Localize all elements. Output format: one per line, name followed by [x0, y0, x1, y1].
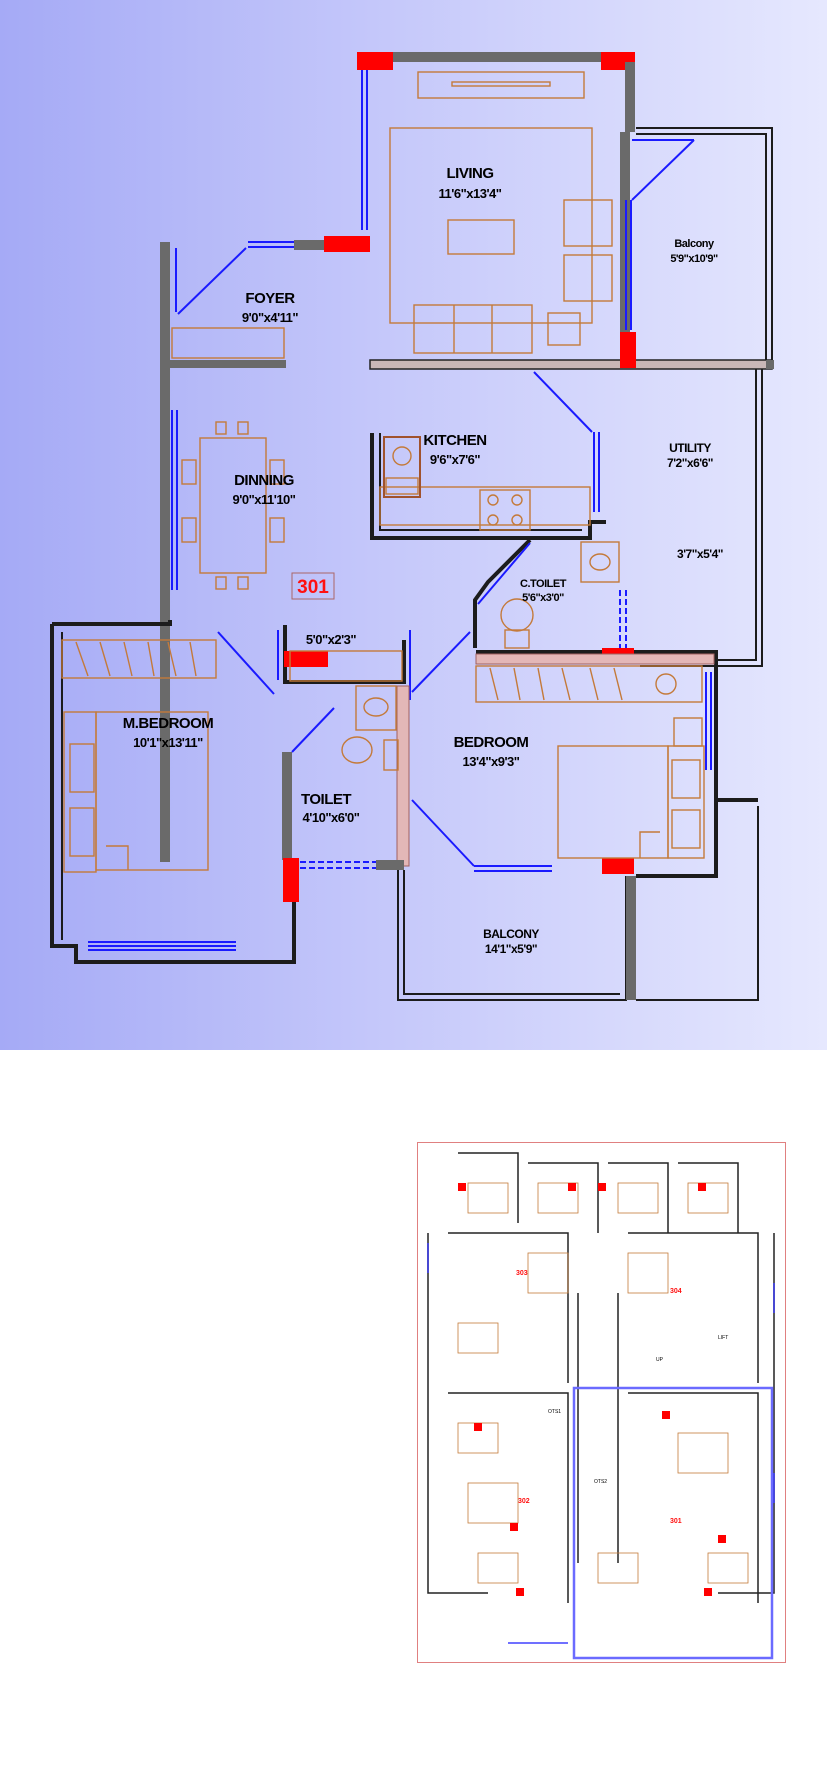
toilet-label: TOILET [301, 791, 351, 808]
kitchen-label: KITCHEN [423, 432, 486, 449]
key-plan-drawing: 303 304 302 301 OTS1 OTS2 UP LIFT [427, 1152, 775, 1660]
master-bedroom: M.BEDROOM 10'1"x13'11" [50, 620, 296, 964]
bedroom-size: 13'4"x9'3" [463, 754, 520, 769]
key-unit-302: 302 [518, 1498, 530, 1505]
floor-plan-drawing: LIVING 11'6"x13'4" Balcony 5'9"x10'9" FO… [50, 52, 774, 1001]
m-bedroom-size: 10'1"x13'11" [133, 735, 203, 750]
common-toilet: C.TOILET 5'6"x3'0" [473, 538, 627, 650]
key-up: UP [656, 1357, 664, 1363]
bedroom: BEDROOM 13'4"x9'3" [411, 631, 758, 878]
toilet-size: 4'10"x6'0" [303, 810, 360, 825]
dinning-size: 9'0"x11'10" [233, 492, 296, 507]
key-ots2: OTS2 [594, 1479, 607, 1485]
dinning-label: DINNING [234, 472, 294, 489]
utility-size: 7'2"x6'6" [667, 456, 713, 470]
key-unit-301: 301 [670, 1518, 682, 1525]
foyer-label: FOYER [245, 290, 295, 307]
balcony-top-label: Balcony [674, 238, 715, 250]
kitchen-size: 9'6"x7'6" [430, 452, 480, 467]
key-ots1: OTS1 [548, 1409, 561, 1415]
m-bedroom-label: M.BEDROOM [123, 715, 214, 732]
living-size: 11'6"x13'4" [439, 186, 502, 201]
utility-extra-size: 3'7"x5'4" [677, 547, 723, 561]
wardrobe-hangers [75, 641, 197, 677]
hob-icon [479, 489, 531, 531]
key-plan-thumbnail: 303 304 302 301 OTS1 OTS2 UP LIFT [417, 1142, 786, 1663]
key-unit-304: 304 [670, 1288, 682, 1295]
utility: UTILITY 7'2"x6'6" 3'7"x5'4" [640, 369, 763, 667]
key-lift: LIFT [718, 1335, 728, 1341]
bedroom-label: BEDROOM [454, 734, 529, 751]
c-toilet-size: 5'6"x3'0" [522, 592, 564, 604]
balcony-bottom-label: BALCONY [483, 927, 539, 941]
living-room: LIVING 11'6"x13'4" [248, 52, 774, 370]
living-label: LIVING [446, 165, 493, 182]
kitchen: KITCHEN 9'6"x7'6" [370, 371, 606, 540]
balcony-top-size: 5'9"x10'9" [670, 253, 718, 265]
dinning: DINNING 9'0"x11'10" 301 [171, 410, 335, 600]
toilet: TOILET 4'10"x6'0" [282, 685, 410, 950]
utility-label: UTILITY [669, 441, 711, 455]
foyer: FOYER 9'0"x4'11" [160, 242, 299, 862]
wardrobe-hangers [489, 667, 623, 701]
balcony-bottom: BALCONY 14'1"x5'9" [397, 806, 759, 1001]
balcony-bottom-size: 14'1"x5'9" [485, 942, 537, 956]
floor-plan-panel: LIVING 11'6"x13'4" Balcony 5'9"x10'9" FO… [0, 0, 827, 1050]
foyer-size: 9'0"x4'11" [242, 310, 299, 325]
key-unit-303: 303 [516, 1270, 528, 1277]
c-toilet-label: C.TOILET [520, 578, 567, 590]
balcony-top: Balcony 5'9"x10'9" [636, 127, 773, 360]
unit-number: 301 [297, 577, 329, 598]
passage-size: 5'0"x2'3" [306, 632, 356, 647]
passage: 5'0"x2'3" [277, 625, 411, 700]
